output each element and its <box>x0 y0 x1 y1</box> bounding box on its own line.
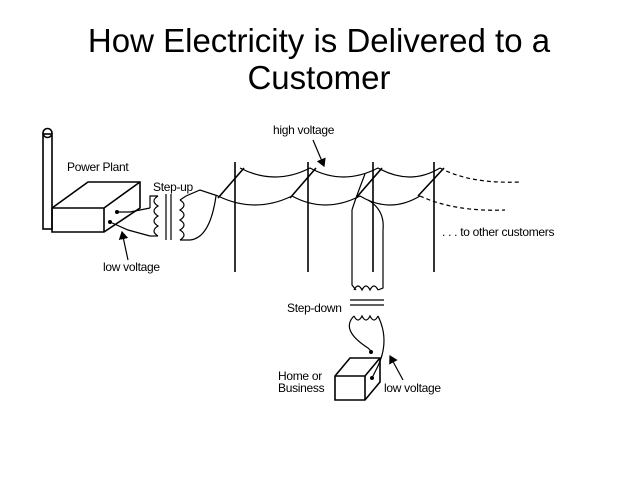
smokestack <box>42 127 53 230</box>
other-customers-label: . . . to other customers <box>442 225 554 239</box>
high-voltage-label: high voltage <box>273 123 335 137</box>
step-down-transformer <box>350 285 384 321</box>
home-service-wires <box>348 315 385 380</box>
step-down-drop-wires <box>351 173 384 291</box>
low-voltage-home-arrow <box>389 354 404 381</box>
slide-title-line-1: How Electricity is Delivered to a <box>87 22 551 59</box>
high-voltage-arrow <box>312 139 326 168</box>
power-plant-box <box>51 181 141 233</box>
high-voltage-lines <box>217 167 521 211</box>
home-label-line-1: Home or <box>278 369 322 383</box>
low-voltage-plant-arrow <box>118 230 129 261</box>
home-label-line-2: Business <box>278 381 325 395</box>
step-up-label: Step-up <box>153 180 194 194</box>
step-up-transformer <box>149 189 219 241</box>
low-voltage-home-label: low voltage <box>384 381 441 395</box>
step-down-label: Step-down <box>287 301 342 315</box>
low-voltage-plant-label: low voltage <box>103 260 160 274</box>
slide-title-line-2: Customer <box>247 59 391 96</box>
utility-poles <box>217 162 445 272</box>
power-plant-label: Power Plant <box>67 160 129 174</box>
plant-to-transformer-wires <box>108 207 151 237</box>
slide-title: How Electricity is Delivered to a Custom… <box>0 22 638 96</box>
home-box <box>334 357 381 401</box>
